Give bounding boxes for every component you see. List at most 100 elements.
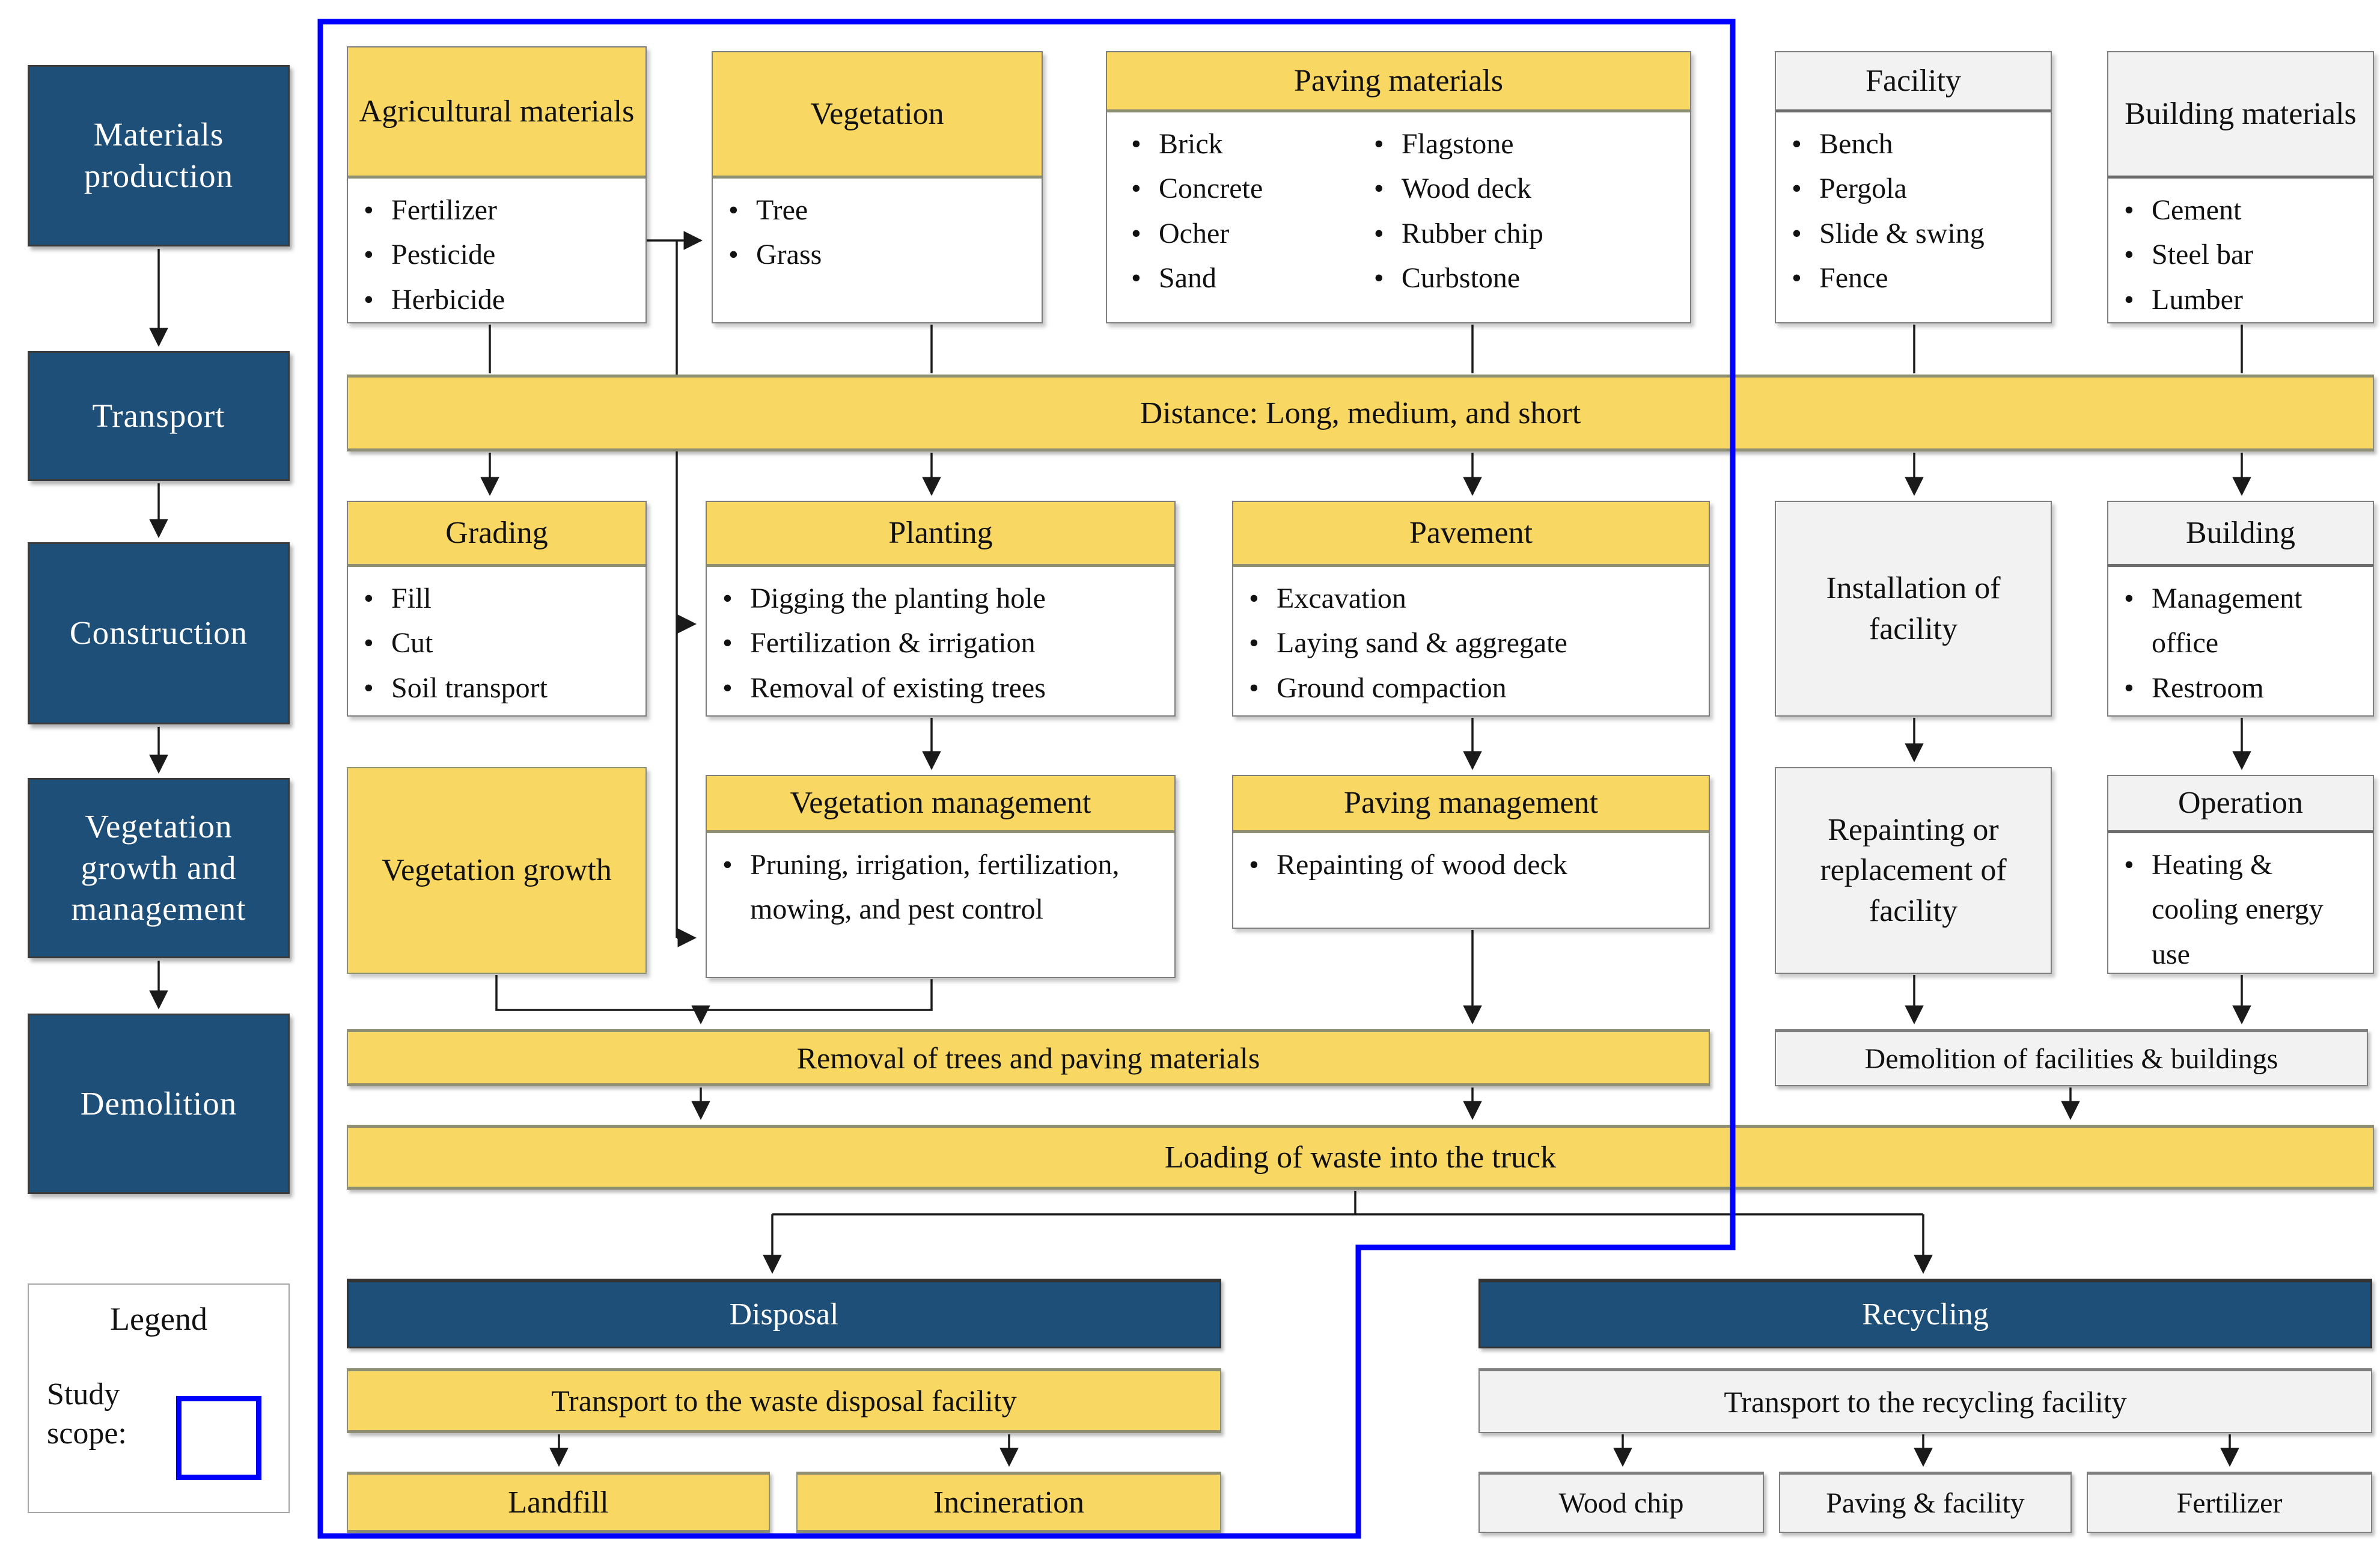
repainting-replacement-box: Repainting or replacement of facility [1775,767,2052,974]
vegetation-growth-box: Vegetation growth [347,767,647,974]
bullet-text: Digging the planting hole [750,583,1046,614]
bullet-item: • Slide & swing [1792,212,2043,256]
bullet-text: Steel bar [2152,239,2254,271]
bullet-text: Soil transport [391,671,548,704]
building-materials-box: Building materials •Cement•Steel bar•Lum… [2107,51,2374,323]
transport-waste-disposal-bar: Transport to the waste disposal facility [347,1368,1221,1433]
facility-header: Facility [1776,52,2051,112]
bullet-item: •Ground compaction [1249,666,1701,711]
bullet-text: Pesticide [391,239,496,271]
bullet-icon: • [728,194,739,226]
operation-box: Operation •Heating & cooling energy use [2107,775,2374,974]
bullet-text: Management office [2152,583,2302,659]
bullet-icon: • [1792,128,1802,160]
bullet-icon: • [364,583,374,614]
bullet-text: Fertilizer [391,194,497,226]
incineration-box: Incineration [796,1472,1221,1533]
study-scope-swatch [176,1396,261,1480]
building-list: •Management office•Restroom [2108,567,2373,715]
stage-vegetation-growth-management: Vegetation growth and management [28,778,290,958]
bullet-icon: • [2124,283,2134,316]
bullet-icon: • [1249,849,1259,881]
bullet-text: Restroom [2152,671,2264,704]
removal-trees-paving-bar: Removal of trees and paving materials [347,1029,1710,1086]
bullet-icon: • [1131,128,1141,160]
bullet-icon: • [1373,217,1384,249]
bullet-text: Grass [756,239,822,271]
bullet-text: Concrete [1159,173,1263,205]
bullet-item: •Wood deck [1374,167,1683,211]
grading-list: •Fill•Cut•Soil transport [348,567,645,715]
wood-chip-box: Wood chip [1478,1472,1764,1533]
bullet-text: Slide & swing [1819,217,1985,249]
bullet-item: • Lumber [2124,278,2366,322]
bullet-item: •Fertilization & irrigation [722,621,1167,665]
pavement-list: •Excavation • Laying sand & aggregate •Grou… [1233,567,1709,715]
bullet-text: Bench [1819,128,1893,160]
bullet-icon: • [364,239,374,271]
bullet-item: •Cement [2124,188,2366,233]
agricultural-materials-list: • Fertilizer • Pesticide •Herbicide [348,179,645,327]
bullet-icon: • [1373,128,1384,160]
bullet-item: •Ocher [1131,212,1374,256]
bullet-item: • Removal of existing trees [722,666,1167,711]
bullet-text: Lumber [2152,283,2243,316]
pavement-box: Pavement •Excavation • Laying sand & aggre… [1232,501,1710,717]
demolition-facilities-buildings-bar: Demolition of facilities & buildings [1775,1029,2368,1086]
bullet-icon: • [1249,627,1259,659]
bullet-text: Flagstone [1401,128,1514,160]
paving-materials-list-right: •Flagstone•Wood deck•Rubber chip•Curbsto… [1374,122,1683,317]
bullet-icon: • [722,583,733,614]
bullet-item: • Bench [1792,122,2043,167]
bullet-item: •Repainting of wood deck [1249,843,1701,887]
bullet-text: Fence [1819,262,1888,295]
bullet-text: Removal of existing trees [750,671,1046,704]
distance-bar: Distance: Long, medium, and short [347,375,2374,451]
vegetation-box: Vegetation •Tree•Grass [712,51,1043,323]
bullet-item: •Herbicide [364,278,638,322]
bullet-item: • Laying sand & aggregate [1249,621,1701,665]
bullet-icon: • [722,671,733,704]
installation-of-facility-box: Installation of facility [1775,501,2052,717]
bullet-icon: • [1373,262,1384,295]
pavement-header: Pavement [1233,502,1709,567]
paving-materials-header: Paving materials [1107,52,1690,112]
bullet-icon: • [1131,173,1141,205]
bullet-item: • Concrete [1131,167,1374,211]
planting-box: Planting •Digging the planting hole•Fert… [706,501,1176,717]
landfill-box: Landfill [347,1472,770,1533]
recycling-header-bar: Recycling [1478,1279,2372,1348]
stage-construction: Construction [28,542,290,724]
bullet-text: Pruning, irrigation, fertilization, mowi… [750,849,1120,926]
bullet-text: Ocher [1159,217,1230,249]
bullet-icon: • [364,671,374,704]
line [495,975,933,1011]
bullet-text: Curbstone [1401,262,1521,295]
bullet-text: Fertilization & irrigation [750,627,1036,659]
bullet-item: • Fill [364,577,638,621]
stage-demolition: Demolition [28,1014,290,1194]
vegetation-header: Vegetation [713,52,1042,179]
bullet-icon: • [722,849,733,881]
vegetation-management-box: Vegetation management •Pruning, irrigati… [706,775,1176,978]
bullet-icon: • [1792,217,1802,249]
building-box: Building •Management office•Restroom [2107,501,2374,717]
bullet-item: •Rubber chip [1374,212,1683,256]
operation-list: •Heating & cooling energy use [2108,833,2373,982]
bullet-text: Laying sand & aggregate [1277,627,1567,659]
bullet-icon: • [364,194,374,226]
agricultural-materials-header: Agricultural materials [348,47,645,179]
bullet-text: Fill [391,583,432,614]
vegetation-management-list: • Pruning, irrigation, fertilization, mow… [707,833,1174,977]
bullet-item: • Fertilizer [364,188,638,233]
paving-management-list: •Repainting of wood deck [1233,833,1709,928]
bullet-text: Cut [391,627,433,659]
bullet-item: •Restroom [2124,666,2366,711]
planting-list: •Digging the planting hole•Fertilization… [707,567,1174,715]
legend-study-scope-label: Study scope: [47,1377,127,1451]
stage-materials-production: Materials production [28,65,290,246]
bullet-item: • Curbstone [1374,256,1683,301]
grading-box: Grading •Fill•Cut•Soil transport [347,501,647,717]
bullet-item: •Excavation [1249,577,1701,621]
